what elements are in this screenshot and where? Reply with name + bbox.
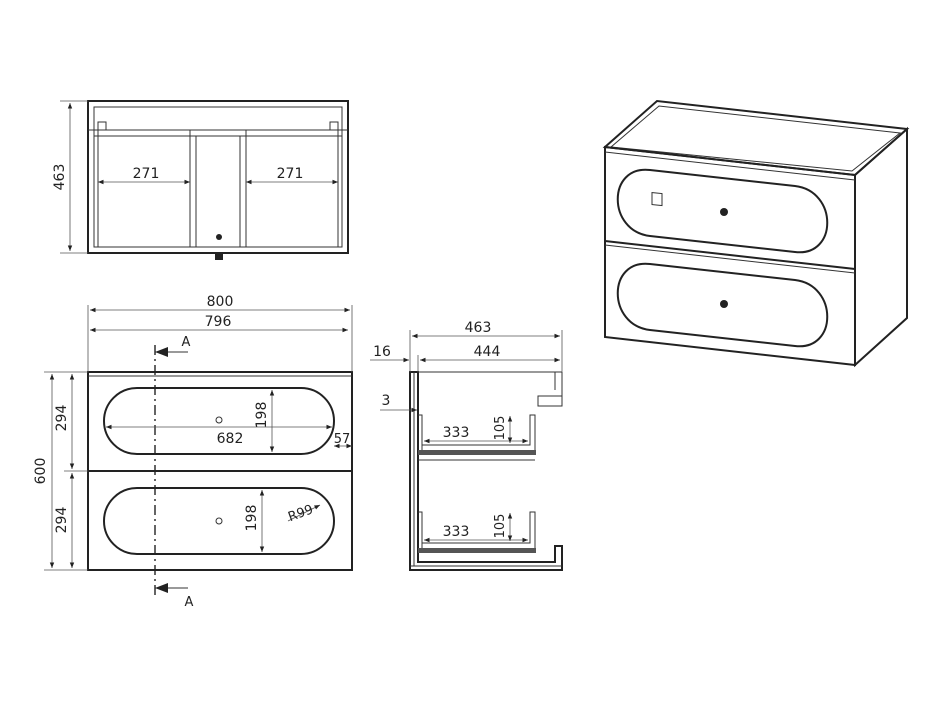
lower-oval-height-label: 198: [244, 505, 260, 532]
upper-knob-icon: [215, 416, 223, 424]
upper-oval-height-label: 198: [254, 402, 270, 429]
side-section-carcass: [409, 371, 563, 571]
side-overall-depth-label: 463: [465, 320, 492, 336]
upper-drawer-depth-label: 333: [443, 425, 470, 441]
top-view-outline: [87, 100, 349, 254]
iso-lower-oval: [616, 262, 829, 348]
upper-drawer-height-side-label: 105: [493, 416, 508, 441]
upper-drawer-height-label: 294: [54, 405, 70, 432]
oval-width-label: 682: [217, 431, 244, 447]
oval-radius-label: R99: [286, 502, 315, 525]
overall-width-label: 800: [207, 294, 234, 310]
side-section-view: 463 444 16 3 333 105 333 105: [370, 320, 563, 571]
lower-drawer-height-label: 294: [54, 507, 70, 534]
side-inner-depth-label: 444: [474, 344, 501, 360]
top-view: 463 271 271: [52, 100, 349, 260]
lower-drawer-depth-label: 333: [443, 524, 470, 540]
top-depth-label: 463: [52, 164, 68, 191]
top-right-width-label: 271: [277, 166, 304, 182]
oval-edge-offset-label: 57: [334, 432, 351, 447]
upper-drawer-oval: [103, 387, 335, 455]
section-label-bottom: A: [185, 595, 194, 610]
gap-label: 3: [382, 393, 391, 409]
front-view: A A 800 796 600 294 294 682 198 198 57: [33, 294, 353, 610]
front-thickness-label: 16: [373, 344, 391, 360]
iso-lower-knob-icon: [720, 300, 728, 308]
drain-icon: [216, 234, 222, 240]
iso-upper-knob-icon: [720, 208, 728, 216]
lower-drawer-oval: [103, 487, 335, 555]
top-view-center-divider: [189, 129, 247, 248]
lower-knob-icon: [215, 517, 223, 525]
isometric-view: [602, 99, 910, 368]
section-label-top: A: [182, 335, 191, 350]
overall-height-label: 600: [33, 458, 49, 485]
lower-drawer-height-side-label: 105: [493, 514, 508, 539]
top-left-width-label: 271: [133, 166, 160, 182]
iso-upper-oval: [616, 168, 829, 254]
front-width-label: 796: [205, 314, 232, 330]
